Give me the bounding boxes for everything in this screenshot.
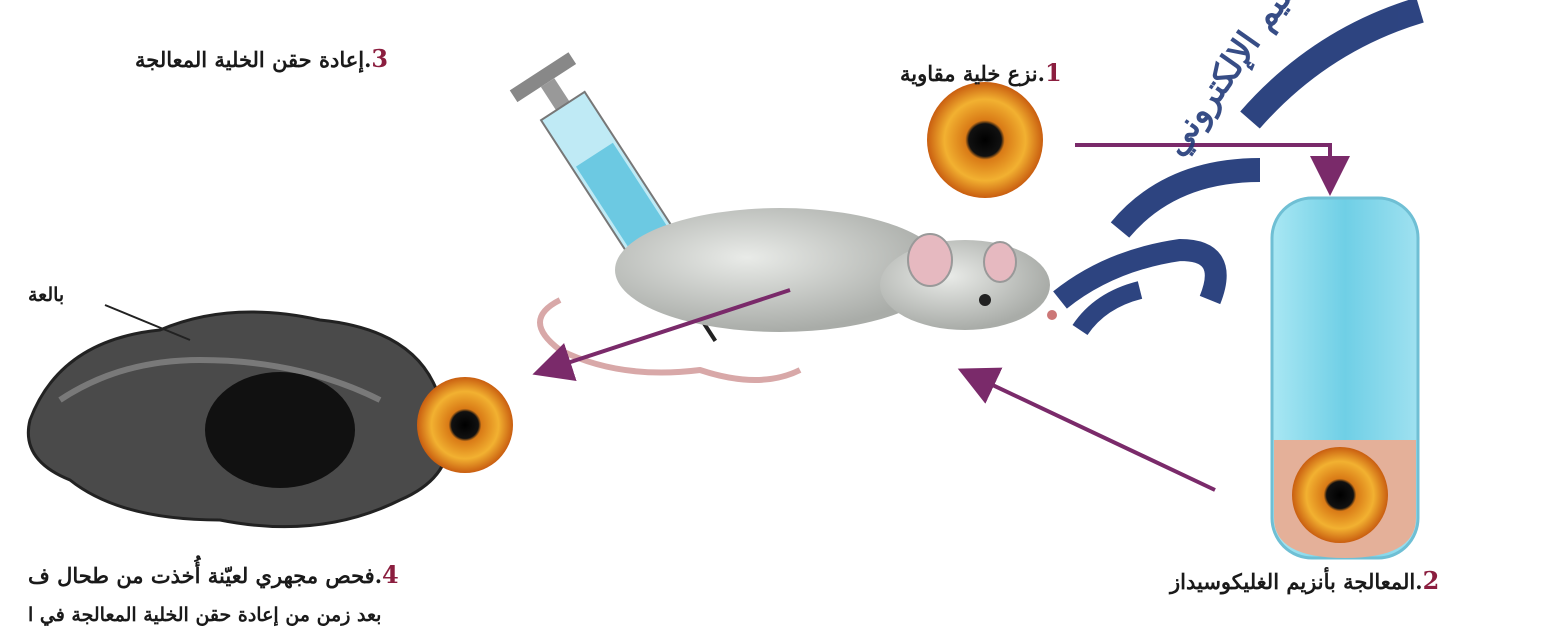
step4-number: 4 — [382, 560, 399, 589]
cell-in-tube — [1292, 447, 1388, 543]
phagocyte-label: بالعة — [28, 284, 64, 306]
cell-engulfed — [417, 377, 513, 473]
phagocyte-micrograph — [28, 312, 449, 527]
arrow-2-to-3 — [965, 372, 1215, 490]
cell-step1 — [927, 82, 1043, 198]
step4-label: 4.فحص مجهري لعيّنة أُخذت من طحال ف — [28, 560, 399, 589]
step1-number: 1 — [1045, 58, 1062, 87]
step2-number: 2 — [1423, 566, 1440, 595]
step3-text: .إعادة حقن الخلية المعالجة — [135, 47, 371, 72]
test-tube — [1272, 198, 1418, 558]
step1-text: .نزع خلية مقاوية — [900, 61, 1045, 86]
step3-number: 3 — [371, 44, 388, 73]
step2-label: 2.المعالجة بأنزيم الغليكوسيداز — [1170, 566, 1439, 595]
step3-label: 3.إعادة حقن الخلية المعالجة — [135, 44, 388, 73]
step1-label: 1.نزع خلية مقاوية — [900, 58, 1062, 87]
step4-line2: بعد زمن من إعادة حقن الخلية المعالجة في … — [28, 604, 381, 626]
step4-line1: .فحص مجهري لعيّنة أُخذت من طحال ف — [28, 563, 382, 588]
step2-text: .المعالجة بأنزيم الغليكوسيداز — [1170, 569, 1423, 594]
